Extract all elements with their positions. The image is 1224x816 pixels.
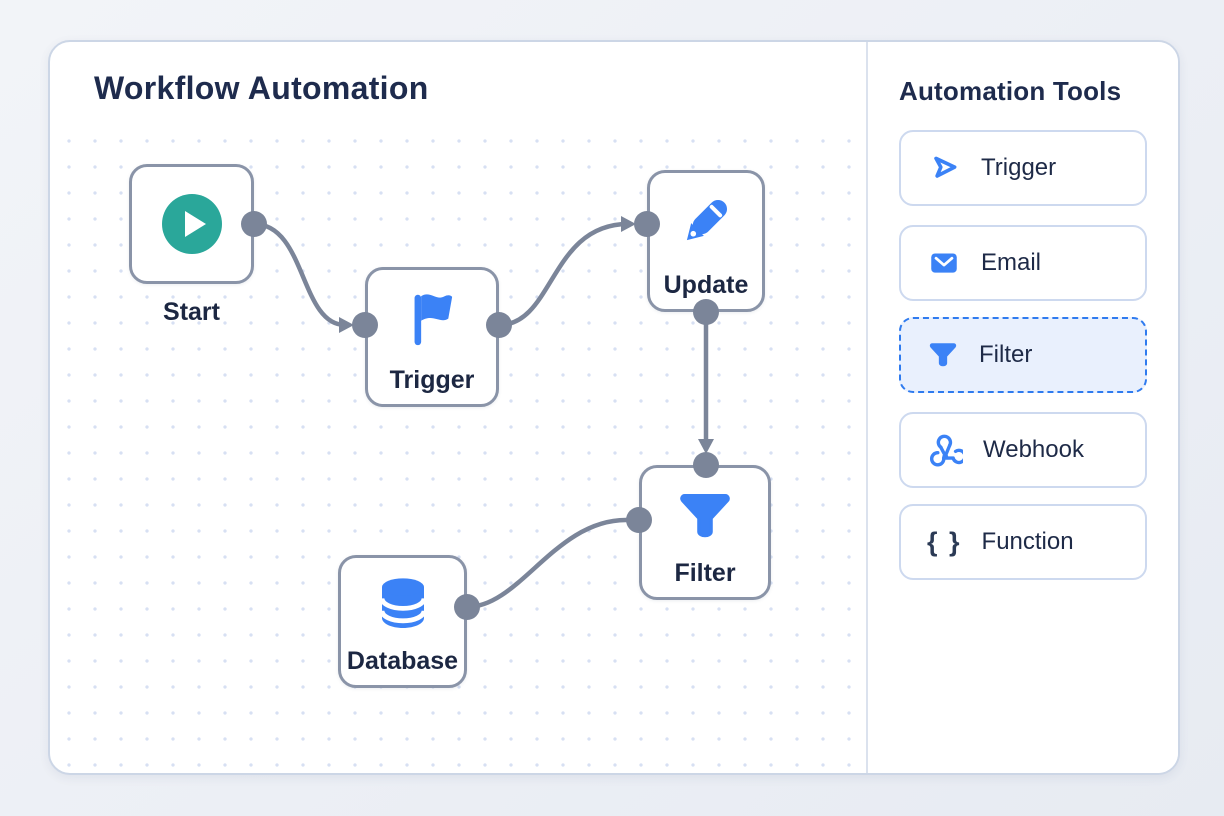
tool-item-filter-selected[interactable]: Filter	[899, 317, 1147, 393]
arrowhead-into-filter	[698, 439, 714, 454]
sidebar-title: Automation Tools	[899, 76, 1122, 106]
port-trigger-input[interactable]	[352, 312, 378, 338]
workflow-canvas[interactable]: Workflow Automation Start	[50, 42, 868, 773]
node-database[interactable]: Database	[338, 555, 467, 688]
tool-item-webhook[interactable]: Webhook	[899, 412, 1147, 488]
database-icon	[379, 578, 426, 628]
play-circle-icon	[161, 194, 222, 254]
port-update-output[interactable]	[693, 299, 719, 325]
port-database-output[interactable]	[454, 594, 480, 620]
page-title: Workflow Automation	[94, 70, 429, 106]
tool-item-label: Trigger	[981, 154, 1057, 181]
port-trigger-output[interactable]	[486, 312, 512, 338]
node-start[interactable]	[129, 164, 254, 284]
wire-start-trigger	[251, 221, 348, 328]
node-filter[interactable]: Filter	[639, 465, 771, 600]
tool-item-label: Function	[981, 528, 1074, 555]
tool-item-email[interactable]: Email	[899, 225, 1147, 301]
arrowhead-into-update	[621, 216, 636, 232]
email-icon	[931, 253, 957, 273]
port-filter-input-left[interactable]	[626, 507, 652, 533]
node-update-label: Update	[663, 271, 749, 299]
arrowhead-into-trigger	[339, 317, 354, 333]
port-start-output[interactable]	[241, 211, 267, 237]
node-start-label: Start	[163, 298, 220, 326]
connections-layer	[251, 216, 714, 610]
wire-database-filter	[464, 517, 629, 610]
tool-item-label: Webhook	[983, 436, 1084, 463]
funnel-icon	[680, 493, 730, 538]
tool-item-function[interactable]: { } Function	[899, 504, 1147, 580]
node-trigger-label: Trigger	[389, 366, 475, 394]
flag-icon	[414, 294, 453, 346]
tool-item-label: Email	[981, 249, 1042, 276]
pencil-icon	[686, 199, 728, 241]
trigger-arrow-icon	[934, 156, 957, 178]
port-filter-input-top[interactable]	[693, 452, 719, 478]
webhook-icon	[929, 434, 963, 467]
node-filter-label: Filter	[674, 559, 736, 587]
node-trigger[interactable]: Trigger	[365, 267, 499, 407]
funnel-icon	[929, 343, 957, 367]
wire-trigger-update	[496, 221, 631, 328]
node-update[interactable]: Update	[647, 170, 765, 312]
node-database-label: Database	[346, 647, 459, 675]
tool-item-trigger[interactable]: Trigger	[899, 130, 1147, 206]
braces-icon: { }	[927, 526, 962, 557]
main-panel: Workflow Automation Start	[48, 40, 1180, 775]
tools-sidebar: Automation Tools Trigger Email Filter	[868, 42, 1178, 773]
tool-item-label: Filter	[979, 341, 1033, 368]
port-update-input[interactable]	[634, 211, 660, 237]
